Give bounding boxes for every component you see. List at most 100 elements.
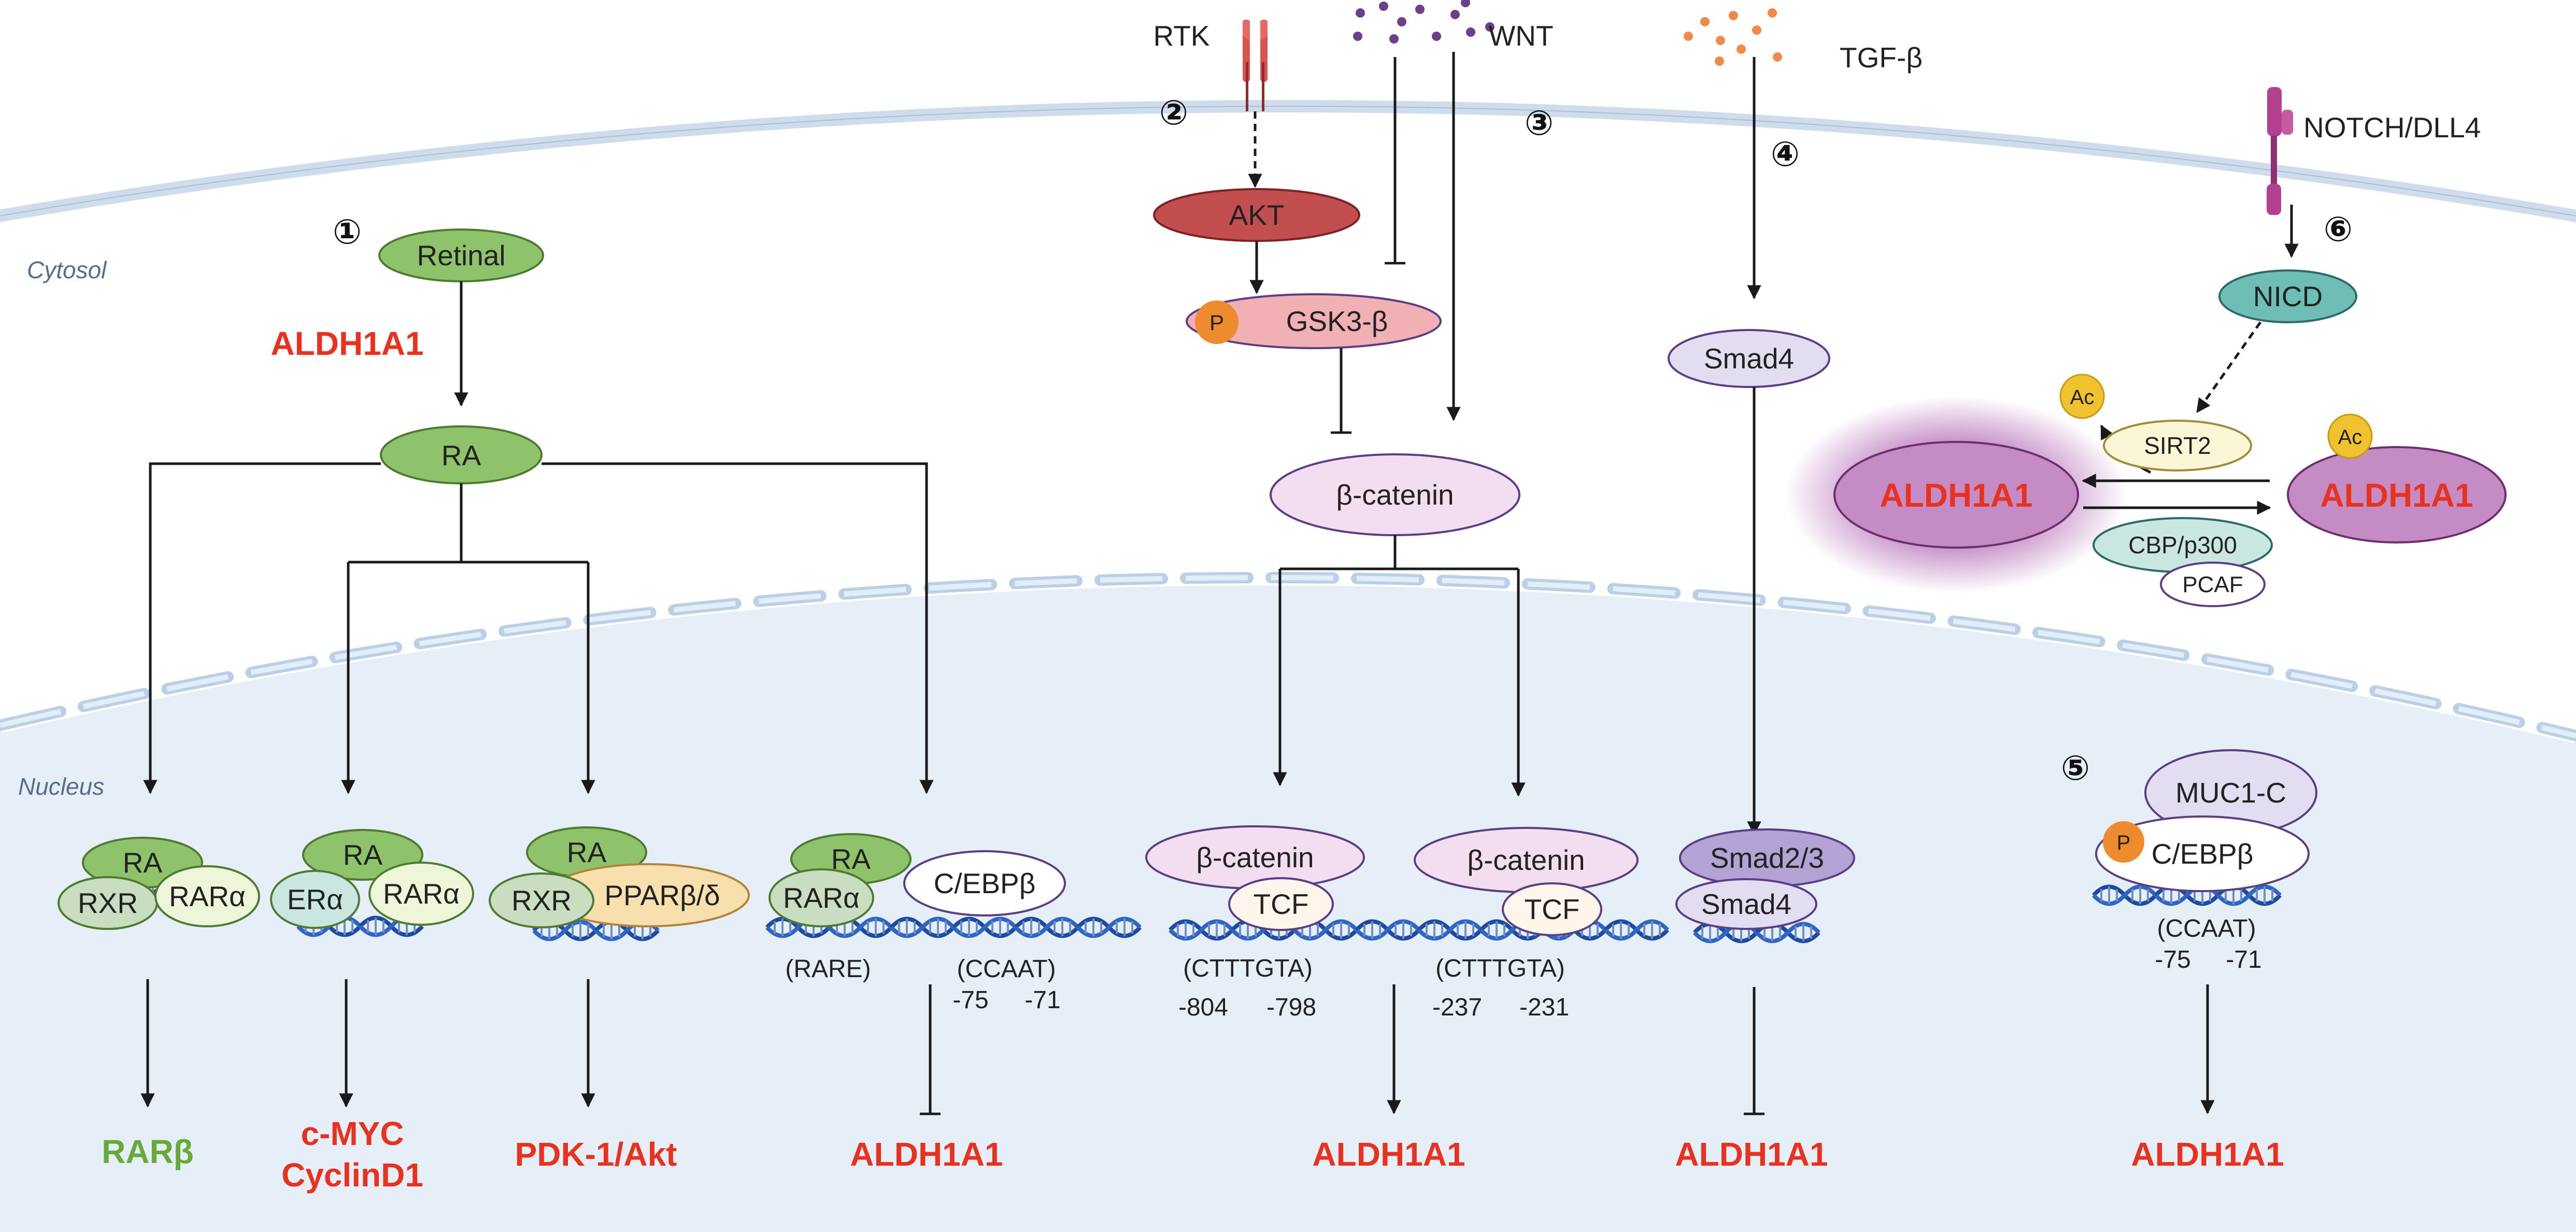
- smad4-bubble: [1675, 878, 1817, 930]
- cmyc-output: c-MYC: [301, 1115, 404, 1152]
- wnt-label: WNT: [1488, 20, 1553, 52]
- aldh1a1-output-2: ALDH1A1: [1312, 1136, 1465, 1173]
- pathway-number-5: ⑤: [2061, 748, 2090, 788]
- tcf-bubble-label: TCF: [1525, 893, 1580, 925]
- motif-left: (CTTTGTA): [1183, 955, 1313, 982]
- nuclear-envelope-pores-inner: [0, 575, 2576, 738]
- position-minus71: -71: [1024, 986, 1060, 1014]
- er-bubble: [270, 870, 360, 929]
- notch-label: NOTCH/DLL4: [2303, 111, 2481, 144]
- smad4-label: Smad4: [1704, 342, 1794, 375]
- cebp-bubble: [903, 850, 1066, 916]
- position-minus75: -75: [2155, 946, 2190, 973]
- smad23-label: Smad2/3: [1710, 842, 1824, 874]
- phospho-badge: [1195, 300, 1239, 344]
- rar-bubble-label: RARα: [383, 878, 460, 910]
- pathway-number-6: ⑥: [2324, 209, 2353, 249]
- position-minus231: -231: [1519, 994, 1569, 1021]
- aldh1a1-promoter-complex: RA RARα C/EBPβ: [767, 833, 1140, 936]
- er-bubble-label: ERα: [287, 883, 343, 915]
- bcatenin-label: β-catenin: [1336, 479, 1454, 511]
- rxr-bubble: [489, 872, 594, 928]
- cebp-bubble: [2095, 815, 2310, 892]
- tgfb-ligand-dots: [1684, 8, 1782, 66]
- rxr-bubble-label: RXR: [78, 887, 138, 919]
- tcf-complex-left: β-catenin TCF: [1145, 825, 1365, 931]
- position-minus798: -798: [1266, 994, 1316, 1021]
- rar-bubble: [154, 865, 260, 927]
- pathway-number-2: ②: [1159, 93, 1188, 133]
- acetyl-label-left: Ac: [2070, 386, 2095, 409]
- ra-to-complex-a-arrow: [143, 462, 381, 794]
- rar-bubble: [368, 862, 474, 926]
- nicd-to-sirt2-arrow: [2196, 321, 2262, 413]
- ccaat-label: (CCAAT): [2157, 915, 2256, 942]
- position-minus804: -804: [1178, 994, 1228, 1021]
- retinal-label: Retinal: [417, 239, 505, 271]
- notch-receptor-icon: [2267, 87, 2293, 215]
- tgfb-label: TGF-β: [1840, 41, 1923, 74]
- aldh1a1-acetylated-node: [2287, 446, 2507, 543]
- rar-bubble-label: RARα: [783, 882, 860, 914]
- cebp-label: C/EBPβ: [2152, 838, 2254, 870]
- muc1c-complex: MUC1-C C/EBPβ P: [2094, 749, 2317, 904]
- nicd-node: [2218, 269, 2357, 323]
- smad4-bubble-label: Smad4: [1701, 888, 1791, 920]
- aldh1a1-enzyme-label: ALDH1A1: [271, 325, 423, 362]
- cell-membrane-edge: [0, 106, 2576, 217]
- rxr-bubble-label: RXR: [511, 884, 572, 916]
- rarb-promoter-complex: RA RXR RARα: [58, 837, 260, 930]
- nicd-label: NICD: [2253, 280, 2323, 312]
- aldh1a1-deacetylated-label: ALDH1A1: [1880, 477, 2032, 514]
- akt-label: AKT: [1229, 199, 1285, 231]
- tcf-bubble: [1228, 877, 1334, 931]
- pathway-number-1: ①: [333, 212, 362, 252]
- ra-label: RA: [442, 439, 481, 471]
- phospho-badge: [2103, 821, 2144, 863]
- aldh1a1-output-4: ALDH1A1: [2131, 1136, 2284, 1173]
- tcf-bubble: [1502, 882, 1602, 936]
- bcatenin-bubble-label: β-catenin: [1467, 844, 1585, 876]
- ra-bubble-label: RA: [123, 847, 163, 879]
- pcaf-label: PCAF: [2182, 572, 2243, 597]
- smad-complex: Smad2/3 Smad4: [1675, 828, 1855, 941]
- rar-bubble-label: RARα: [169, 880, 246, 912]
- sirt2-label: SIRT2: [2144, 432, 2211, 459]
- smad4-node: [1668, 329, 1830, 388]
- acetyl-badge-right: [2327, 413, 2373, 459]
- position-minus71: -71: [2226, 946, 2261, 973]
- cbp-p300-label: CBP/p300: [2128, 532, 2237, 558]
- rar-bubble: [768, 868, 874, 927]
- acetyl-label-right: Ac: [2338, 426, 2362, 449]
- pathway-number-4: ④: [1771, 134, 1800, 174]
- pdk1-promoter-complex: RA PPARβ/δ RXR: [489, 826, 750, 939]
- cebp-bubble-label: C/EBPβ: [934, 867, 1036, 899]
- aldh1a1-deacetylated-node: [1833, 441, 2079, 549]
- wnt-ligand-dots: [1353, 0, 1495, 44]
- motif-right: (CTTTGTA): [1435, 955, 1565, 982]
- rarb-output: RARβ: [102, 1133, 194, 1170]
- cytosol-label: Cytosol: [27, 256, 107, 283]
- pdk1-akt-output: PDK-1/Akt: [515, 1136, 677, 1173]
- tcf-complex-right: β-catenin TCF: [1414, 827, 1639, 936]
- ccaat-label: (CCAAT): [957, 955, 1056, 983]
- position-minus75: -75: [952, 986, 988, 1014]
- ra-bubble-label: RA: [343, 839, 383, 871]
- nucleus-label: Nucleus: [18, 773, 104, 800]
- tcf-bubble-label: TCF: [1254, 888, 1309, 920]
- pathway-number-3: ③: [1525, 103, 1554, 143]
- phospho-label: P: [1209, 310, 1224, 335]
- gsk3b-node: [1186, 293, 1442, 349]
- cmyc-promoter-complex: RA ERα RARα: [270, 829, 474, 935]
- pcaf-node: [2160, 562, 2266, 607]
- acetyl-badge-left: [2059, 374, 2105, 419]
- rtk-label: RTK: [1153, 20, 1209, 52]
- aldh1a1-output-3: ALDH1A1: [1675, 1136, 1828, 1173]
- gsk3b-label: GSK3-β: [1286, 305, 1388, 337]
- ppar-bubble-label: PPARβ/δ: [604, 879, 720, 911]
- rare-label: (RARE): [785, 955, 871, 983]
- position-minus237: -237: [1432, 994, 1482, 1021]
- rtk-receptor-icon: [1243, 20, 1268, 111]
- muc1c-label: MUC1-C: [2175, 777, 2286, 809]
